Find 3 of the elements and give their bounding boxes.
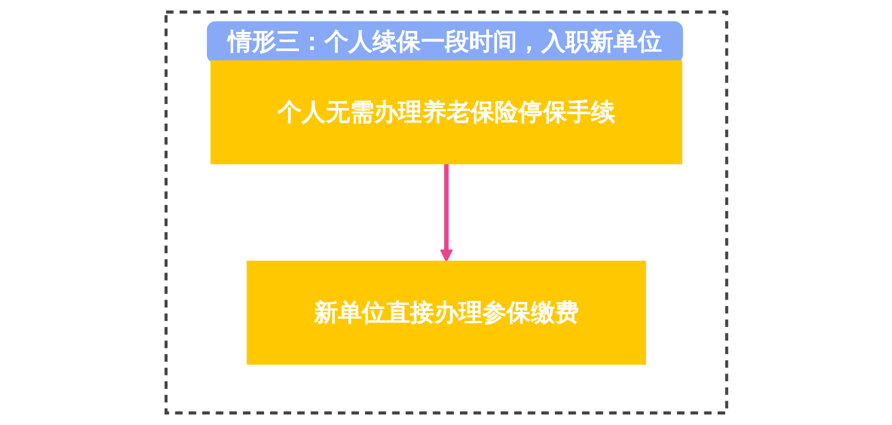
- node-box: 个人无需办理养老保险停保手续: [210, 60, 682, 164]
- node-box: 新单位直接办理参保缴费: [246, 260, 646, 365]
- arrow: [439, 164, 453, 262]
